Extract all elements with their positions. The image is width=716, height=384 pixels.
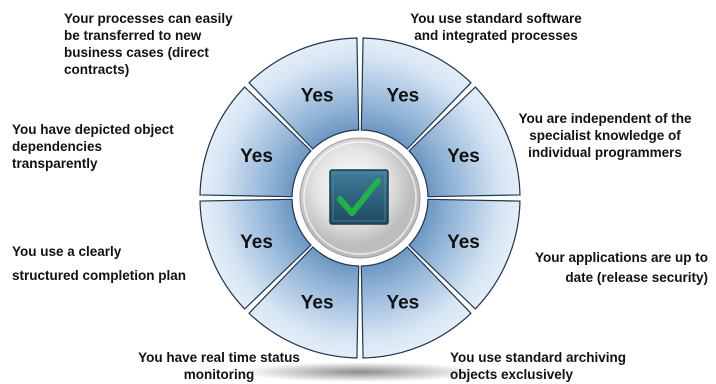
note-line: You have depicted object <box>12 122 174 137</box>
wheel-segment-top-right <box>360 37 472 150</box>
wheel-segment-bottom-left <box>248 246 360 359</box>
note-line: objects exclusively <box>450 367 574 382</box>
wheel-segment-left-lower <box>199 198 312 310</box>
note-line: contracts) <box>64 62 130 77</box>
note-line: Your processes can easily <box>64 11 233 26</box>
hub-highlight <box>303 141 417 255</box>
note-line: dependencies <box>12 139 103 154</box>
segment-label-right-upper: Yes <box>447 146 480 167</box>
note-bottom-right: You use standard archiving objects exclu… <box>450 349 626 383</box>
segment-label-top-left: Yes <box>301 86 334 107</box>
note-right-upper: You are independent of the specialist kn… <box>500 110 710 161</box>
wheel-segment-left-upper <box>199 86 312 198</box>
note-left-upper: You have depicted object dependencies tr… <box>12 121 174 172</box>
wheel-segment-right-lower <box>408 198 521 310</box>
note-line: individual programmers <box>528 145 682 160</box>
note-line: date (release security) <box>565 270 708 285</box>
note-line: business cases (direct <box>64 45 209 60</box>
note-top-left: Your processes can easily be transferred… <box>64 10 233 78</box>
wheel-segment-bottom-right <box>360 246 472 359</box>
note-line: specialist knowledge of <box>529 128 681 143</box>
note-right-lower: Your applications are up to date (releas… <box>510 248 708 288</box>
note-top-right: You use standard software and integrated… <box>396 10 596 44</box>
note-line: transparently <box>12 156 98 171</box>
segment-label-bottom-left: Yes <box>301 292 334 313</box>
note-line: You are independent of the <box>518 111 692 126</box>
note-left-lower: You use a clearly structured completion … <box>12 240 186 288</box>
note-line: You use a clearly <box>12 244 122 259</box>
note-line: and integrated processes <box>414 28 578 43</box>
wheel-segment-right-upper <box>408 86 521 198</box>
note-line: You have real time status <box>138 350 300 365</box>
note-line: be transferred to new <box>64 28 202 43</box>
note-bottom-left: You have real time status monitoring <box>124 349 314 383</box>
segment-label-left-lower: Yes <box>240 232 273 253</box>
segment-label-left-upper: Yes <box>240 146 273 167</box>
segment-label-right-lower: Yes <box>447 232 480 253</box>
segment-label-bottom-right: Yes <box>386 292 419 313</box>
note-line: You use standard archiving <box>450 350 627 365</box>
note-line: structured completion plan <box>12 268 187 283</box>
segment-label-top-right: Yes <box>386 86 419 107</box>
note-line: Your applications are up to <box>534 250 708 265</box>
wheel-shadow <box>240 362 480 382</box>
wheel-segment-top-left <box>248 37 360 150</box>
note-line: You use standard software <box>410 11 582 26</box>
checkmark-icon <box>329 169 389 225</box>
note-line: monitoring <box>183 367 255 382</box>
